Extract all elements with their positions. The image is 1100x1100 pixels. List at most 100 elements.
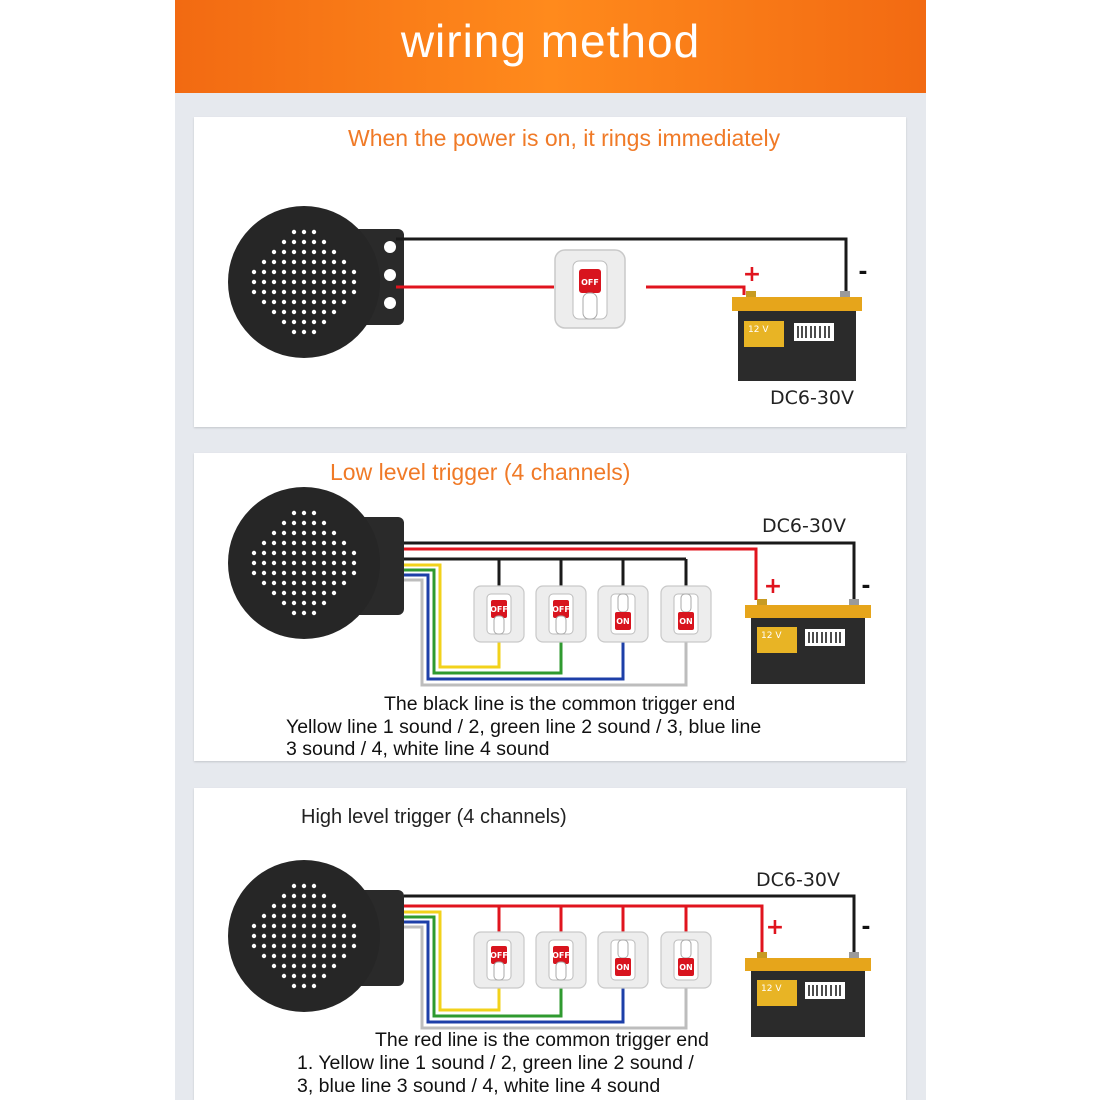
- speaker-hole: [301, 239, 307, 245]
- speaker-hole: [321, 923, 327, 929]
- panel-title: Low level trigger (4 channels): [330, 459, 631, 485]
- speaker-hole: [281, 973, 287, 979]
- toggle-switch-icon[interactable]: OFF: [554, 249, 626, 329]
- speaker-hole: [291, 953, 297, 959]
- speaker-hole: [251, 933, 257, 939]
- speaker-hole: [261, 923, 267, 929]
- speaker-hole: [331, 249, 337, 255]
- buzzer-speaker-icon: [228, 487, 404, 639]
- speaker-hole: [321, 249, 327, 255]
- trigger-switch-icon[interactable]: ON: [660, 931, 712, 989]
- speaker-hole: [301, 279, 307, 285]
- speaker-hole: [321, 319, 327, 325]
- speaker-hole: [351, 570, 357, 576]
- trigger-switch-icon[interactable]: ON: [660, 585, 712, 643]
- speaker-hole: [311, 933, 317, 939]
- speaker-hole: [311, 309, 317, 315]
- speaker-hole: [311, 923, 317, 929]
- speaker-hole: [291, 239, 297, 245]
- speaker-hole: [331, 590, 337, 596]
- speaker-hole: [301, 610, 307, 616]
- speaker-hole: [271, 299, 277, 305]
- speaker-hole: [281, 289, 287, 295]
- speaker-hole: [341, 540, 347, 546]
- speaker-hole: [261, 289, 267, 295]
- trigger-switch-icon[interactable]: OFF: [535, 585, 587, 643]
- speaker-hole: [271, 550, 277, 556]
- header-banner: wiring method: [175, 0, 926, 93]
- speaker-hole: [281, 913, 287, 919]
- speaker-hole: [311, 510, 317, 516]
- speaker-hole: [291, 309, 297, 315]
- speaker-hole: [291, 913, 297, 919]
- note-line-1: The red line is the common trigger end: [375, 1029, 709, 1051]
- speaker-hole: [331, 560, 337, 566]
- speaker-hole: [311, 610, 317, 616]
- speaker-hole: [261, 540, 267, 546]
- trigger-switch-icon[interactable]: OFF: [473, 585, 525, 643]
- trigger-switch-icon[interactable]: OFF: [535, 931, 587, 989]
- speaker-hole: [271, 933, 277, 939]
- plus-sign: +: [743, 262, 761, 287]
- speaker-hole: [281, 903, 287, 909]
- speaker-hole: [271, 580, 277, 586]
- speaker-hole: [311, 903, 317, 909]
- speaker-hole: [291, 249, 297, 255]
- speaker-hole: [291, 600, 297, 606]
- trigger-switch-icon[interactable]: ON: [597, 931, 649, 989]
- speaker-hole: [321, 943, 327, 949]
- switch-state: ON: [679, 963, 693, 972]
- speaker-hole: [321, 309, 327, 315]
- speaker-hole: [341, 933, 347, 939]
- speaker-hole: [281, 963, 287, 969]
- speaker-hole: [311, 973, 317, 979]
- speaker-hole: [321, 953, 327, 959]
- speaker-hole: [281, 953, 287, 959]
- speaker-hole: [311, 913, 317, 919]
- speaker-hole: [311, 983, 317, 989]
- yellow-wire: [404, 910, 501, 1012]
- speaker-hole: [291, 530, 297, 536]
- speaker-hole: [271, 249, 277, 255]
- speaker-hole: [321, 600, 327, 606]
- speaker-hole: [331, 953, 337, 959]
- speaker-hole: [281, 893, 287, 899]
- speaker-hole: [271, 560, 277, 566]
- speaker-hole: [291, 329, 297, 335]
- wiring-diagram-direct: OFF 12 V + - DC6-30V: [228, 206, 868, 409]
- speaker-hole: [351, 269, 357, 275]
- voltage-label: DC6-30V: [770, 387, 854, 409]
- speaker-hole: [321, 570, 327, 576]
- speaker-hole: [321, 903, 327, 909]
- speaker-hole: [291, 279, 297, 285]
- white-wire: [404, 578, 688, 687]
- panel-low-level-trigger: Low level trigger (4 channels): [194, 453, 906, 761]
- speaker-hole: [281, 933, 287, 939]
- speaker-hole: [301, 530, 307, 536]
- switch-state: OFF: [581, 278, 599, 287]
- speaker-hole: [321, 540, 327, 546]
- trigger-switch-icon[interactable]: OFF: [473, 931, 525, 989]
- wiring-diagram-high-trigger: OFF OFF ON ON: [228, 860, 871, 1037]
- speaker-hole: [341, 923, 347, 929]
- speaker-hole: [291, 893, 297, 899]
- battery-icon: 12 V: [745, 599, 871, 684]
- speaker-hole: [311, 580, 317, 586]
- speaker-hole: [271, 269, 277, 275]
- speaker-hole: [301, 229, 307, 235]
- speaker-hole: [291, 560, 297, 566]
- speaker-hole: [311, 289, 317, 295]
- green-wire: [404, 915, 563, 1018]
- trigger-switch-icon[interactable]: ON: [597, 585, 649, 643]
- speaker-hole: [321, 580, 327, 586]
- speaker-hole: [281, 249, 287, 255]
- speaker-hole: [301, 933, 307, 939]
- speaker-hole: [301, 329, 307, 335]
- wiring-diagram-low-trigger: OFF OFF ON ON: [228, 487, 871, 687]
- speaker-hole: [271, 540, 277, 546]
- speaker-hole: [291, 943, 297, 949]
- speaker-hole: [311, 520, 317, 526]
- speaker-hole: [261, 259, 267, 265]
- green-wire: [404, 568, 563, 675]
- speaker-hole: [291, 570, 297, 576]
